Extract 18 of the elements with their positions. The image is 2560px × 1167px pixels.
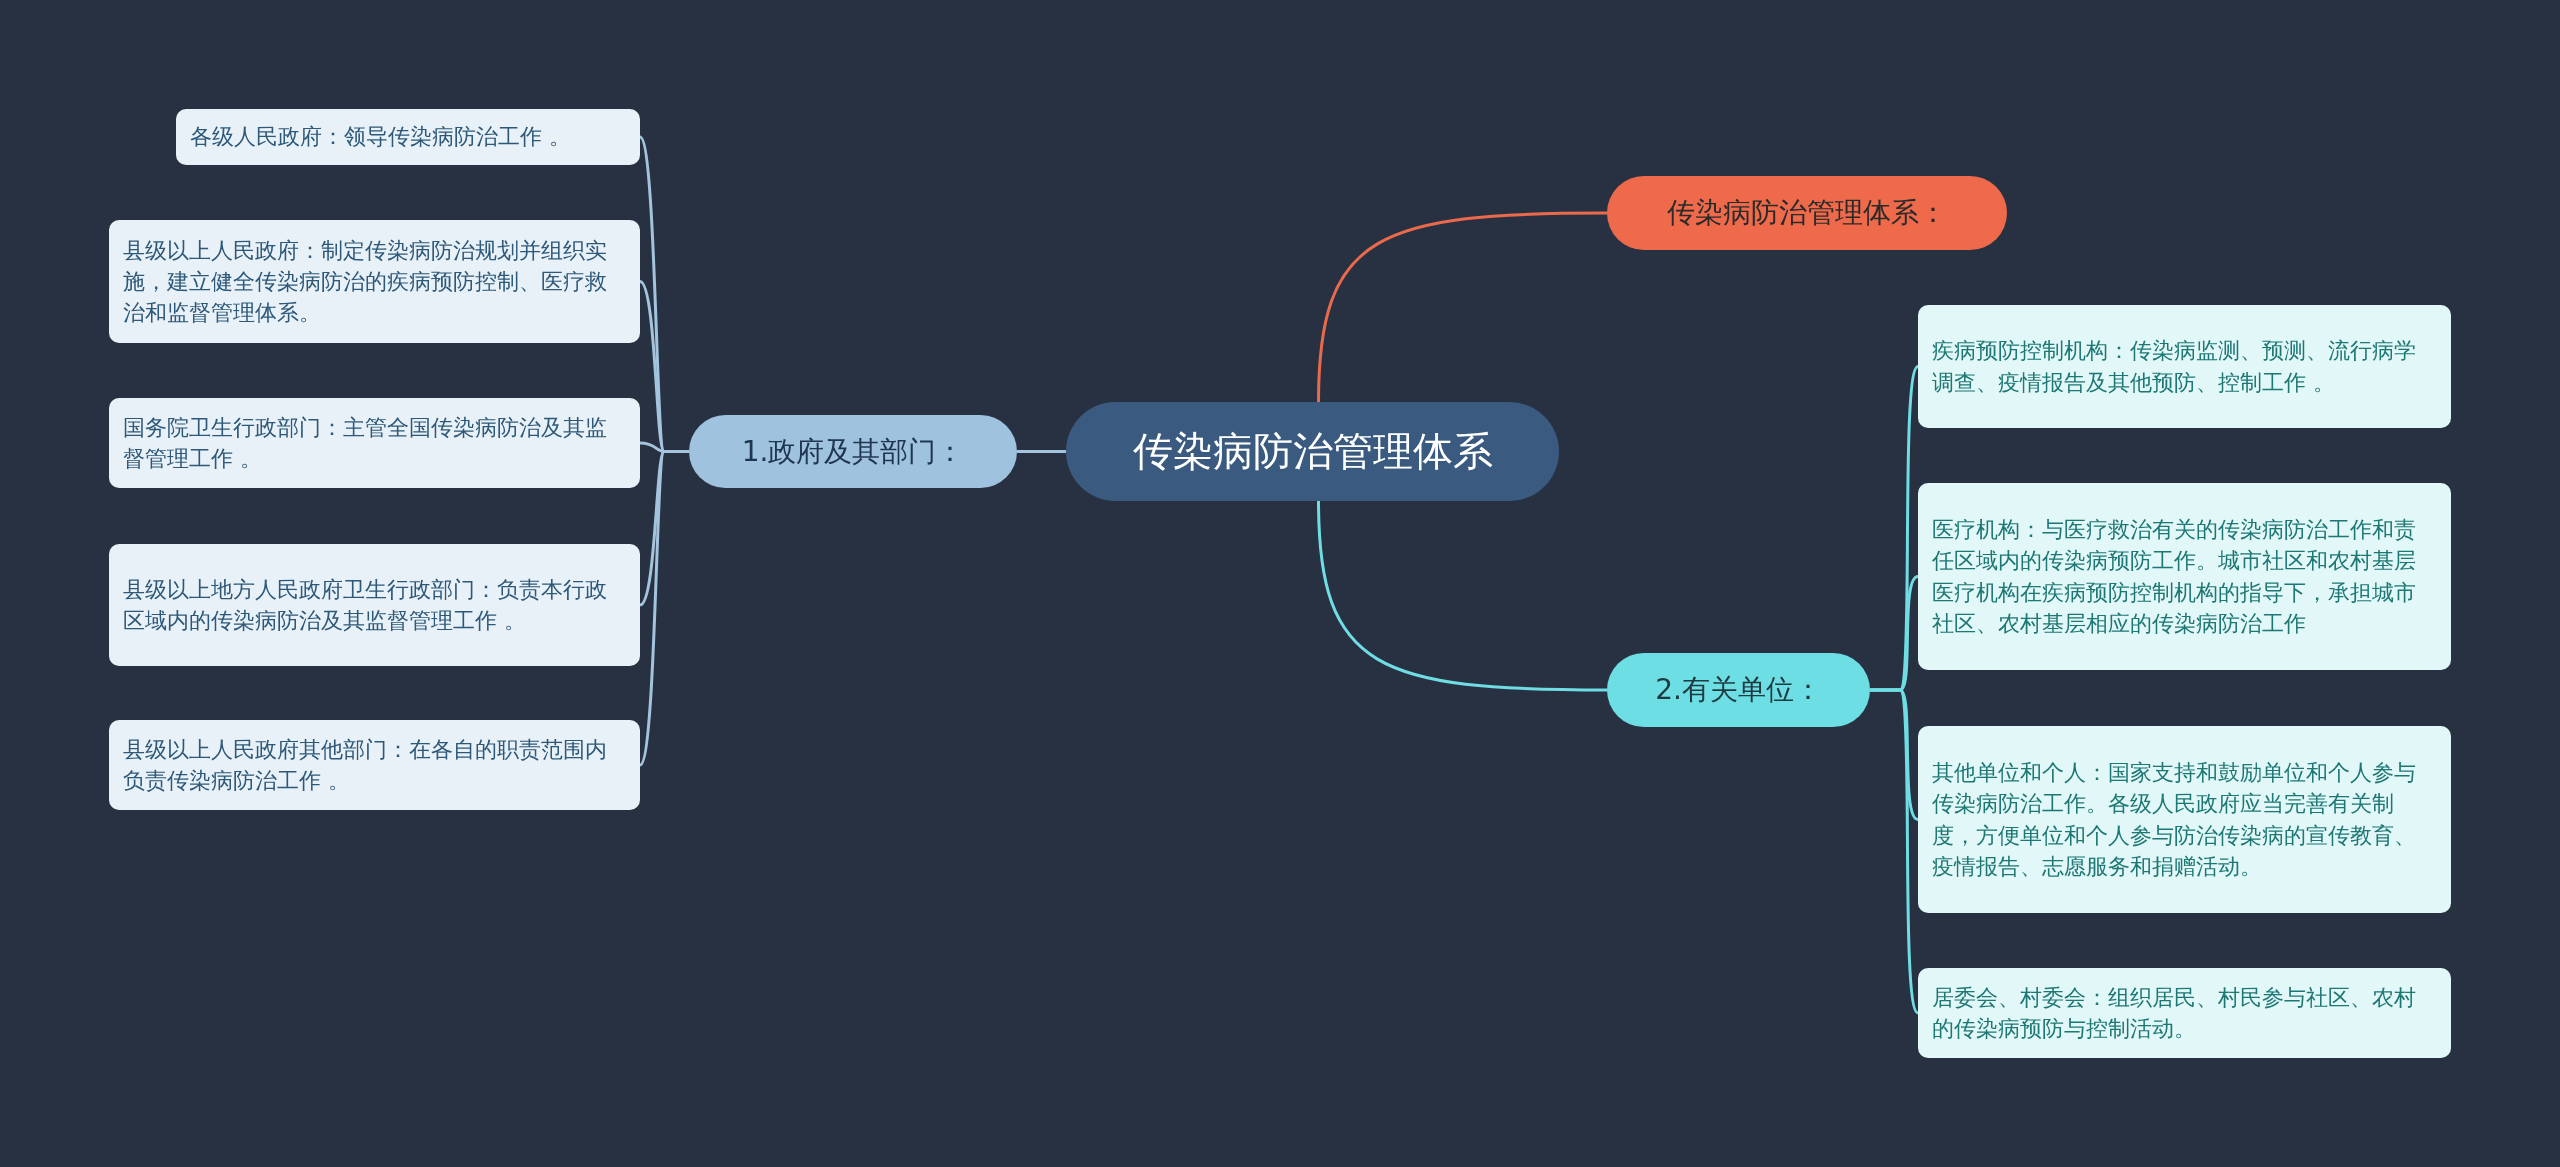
connector-line bbox=[1317, 211, 1607, 403]
text-box: 县级以上人民政府：制定传染病防治规划并组织实施，建立健全传染病防治的疾病预防控制、医疗救治和监督管理体系。 bbox=[109, 220, 640, 343]
text-box: 医疗机构：与医疗救治有关的传染病防治工作和责任区域内的传染病预防工作。城市社区和农村基层医疗机构在疾病预防控制机构的指导下，承担城市社区、农村基层相应的传染病防治工作 bbox=[1918, 483, 2451, 670]
text-box: 县级以上人民政府其他部门：在各自的职责范围内负责传染病防治工作 。 bbox=[109, 720, 640, 810]
connector-line bbox=[1317, 500, 1607, 692]
branch-pill: 2.有关单位： bbox=[1607, 653, 1870, 727]
text-box: 国务院卫生行政部门：主管全国传染病防治及其监督管理工作 。 bbox=[109, 398, 640, 488]
text-box: 县级以上地方人民政府卫生行政部门：负责本行政区域内的传染病防治及其监督管理工作 。 bbox=[109, 544, 640, 666]
text-box: 居委会、村委会：组织居民、村民参与社区、农村的传染病预防与控制活动。 bbox=[1918, 968, 2451, 1058]
connector-line bbox=[1870, 688, 1920, 1014]
text-box: 其他单位和个人：国家支持和鼓励单位和个人参与传染病防治工作。各级人民政府应当完善有关制度，方便单位和个人参与防治传染病的宣传教育、疫情报告、志愿服务和捐赠活动。 bbox=[1918, 726, 2451, 913]
text-box: 疾病预防控制机构：传染病监测、预测、流行病学调查、疫情报告及其他预防、控制工作 。 bbox=[1918, 305, 2451, 428]
central-topic: 传染病防治管理体系 bbox=[1066, 402, 1559, 501]
connector-line bbox=[638, 450, 689, 766]
topic-pill: 传染病防治管理体系： bbox=[1607, 176, 2007, 250]
connector-line bbox=[1017, 450, 1066, 453]
text-box: 各级人民政府：领导传染病防治工作 。 bbox=[176, 109, 640, 165]
branch-pill: 1.政府及其部门： bbox=[689, 415, 1017, 488]
